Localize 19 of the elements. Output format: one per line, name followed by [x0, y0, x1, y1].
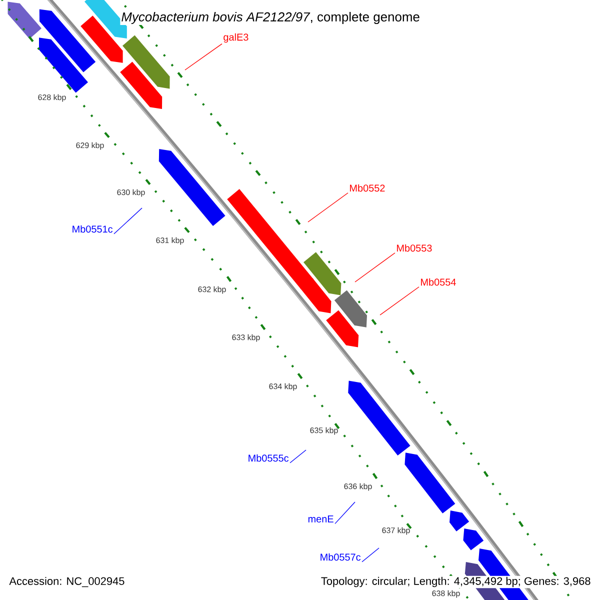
- gene-label: Mb0554: [421, 278, 456, 286]
- leader-line: [362, 548, 380, 562]
- gene-label: Mb0557c: [320, 553, 361, 561]
- leader-line: [308, 192, 348, 222]
- gene-label: galE3: [224, 33, 248, 43]
- title: Mycobacterium bovis AF2122/97, complete genome: [120, 10, 421, 26]
- gene-label: Mb0555c: [248, 454, 289, 462]
- accession-text: Accession: NC_002945: [9, 576, 124, 588]
- gene-label: Mb0551c: [72, 225, 113, 233]
- leader-line: [354, 252, 396, 282]
- leader-line: [114, 208, 142, 234]
- leader-line: [380, 286, 420, 316]
- leader-line: [290, 450, 306, 464]
- leader-line: [334, 502, 356, 524]
- genome-info-text: Topology: circular; Length: 4,345,492 bp; Genes: 3,968: [320, 576, 592, 588]
- gene-label: menE: [308, 516, 334, 522]
- gene-label: Mb0553: [397, 244, 432, 252]
- gene-label: Mb0552: [350, 184, 385, 192]
- leader-line: [184, 44, 222, 70]
